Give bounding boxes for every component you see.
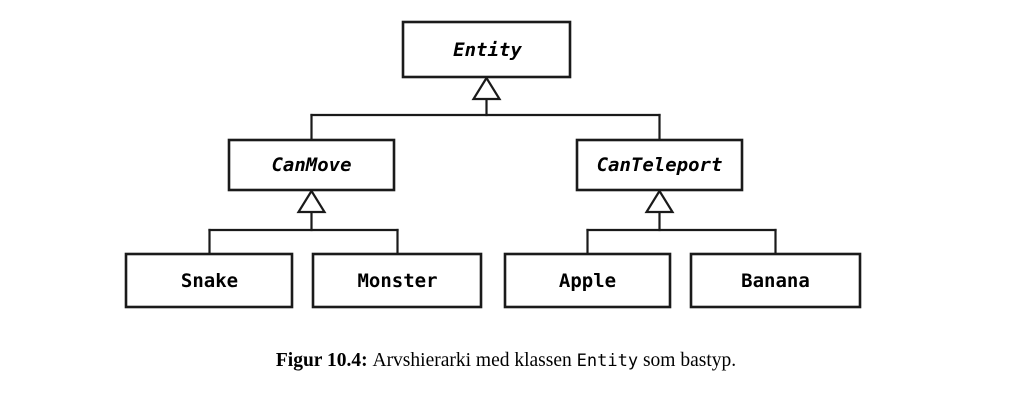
- class-label-apple: Apple: [559, 270, 616, 292]
- class-label-banana: Banana: [741, 270, 810, 292]
- figure-caption-text-before: Arvshierarki med klassen: [372, 350, 572, 371]
- figure-caption-label: Figur 10.4:: [275, 350, 368, 371]
- class-node-canmove[interactable]: CanMove: [227, 138, 396, 192]
- class-label-canmove: CanMove: [271, 154, 351, 176]
- edge-group-canteleport-children: [586, 188, 777, 256]
- class-label-snake: Snake: [181, 270, 238, 292]
- generalization-arrowhead-canmove: [296, 188, 327, 214]
- generalization-arrowhead-canteleport: [644, 188, 675, 214]
- class-node-monster[interactable]: Monster: [311, 252, 483, 309]
- class-box-apple[interactable]: [503, 252, 672, 309]
- class-node-snake[interactable]: Snake: [124, 252, 294, 309]
- class-node-canteleport[interactable]: CanTeleport: [575, 138, 744, 192]
- figure-caption-code: Entity: [576, 351, 639, 371]
- figure-caption: Figur 10.4: Arvshierarki med klassen Ent…: [0, 348, 1012, 374]
- figure-caption-text-after: som bastyp.: [642, 350, 737, 371]
- edge-group-canmove-children: [208, 188, 399, 256]
- generalization-arrowhead-entity: [471, 75, 502, 101]
- class-node-banana[interactable]: Banana: [689, 252, 862, 309]
- class-box-canteleport[interactable]: [575, 138, 744, 192]
- class-box-snake[interactable]: [124, 252, 294, 309]
- uml-class-diagram: Entity CanMove CanTeleport Snake Monster…: [124, 20, 862, 309]
- class-box-banana[interactable]: [689, 252, 862, 309]
- class-box-monster[interactable]: [311, 252, 483, 309]
- class-label-monster: Monster: [357, 270, 437, 292]
- class-box-canmove[interactable]: [227, 138, 396, 192]
- class-label-entity: Entity: [453, 39, 522, 61]
- class-box-entity[interactable]: [401, 20, 572, 79]
- class-node-entity[interactable]: Entity: [401, 20, 572, 79]
- edge-group-entity-children: [310, 75, 661, 142]
- class-node-apple[interactable]: Apple: [503, 252, 672, 309]
- class-label-canteleport: CanTeleport: [597, 154, 723, 176]
